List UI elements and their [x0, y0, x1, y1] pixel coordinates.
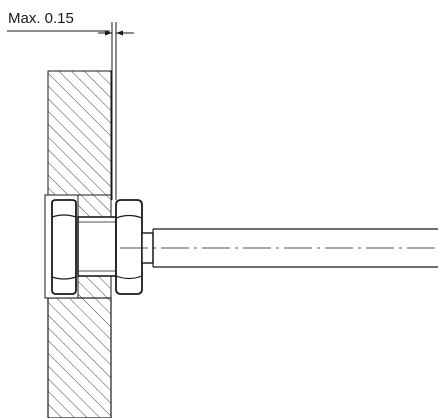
panel-wall-upper	[47, 70, 112, 196]
max-gap-dimension-label: Max. 0.15	[8, 10, 74, 27]
outer-hex-nut	[115, 199, 143, 295]
dimension-arrowhead-right	[116, 30, 123, 36]
dimension-arrowhead-left	[105, 30, 112, 36]
panel-wall-lower	[47, 297, 112, 418]
threaded-bushing	[77, 216, 117, 277]
inner-hex-nut	[51, 199, 77, 295]
panel-wall-hole-edge-lower	[77, 275, 112, 299]
panel-wall-hole-edge	[77, 194, 112, 218]
